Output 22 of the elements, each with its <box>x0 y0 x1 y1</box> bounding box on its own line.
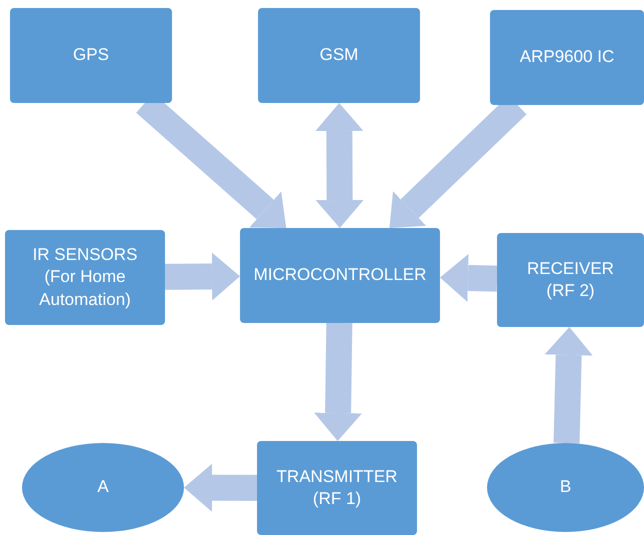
node-label: A <box>97 476 109 498</box>
node-label: GPS <box>73 44 109 66</box>
block-arrow <box>314 322 362 441</box>
node-label: B <box>560 476 572 498</box>
block-arrow <box>315 103 364 228</box>
node-label: ARP9600 IC <box>520 46 614 68</box>
block-arrow <box>544 327 593 444</box>
block-arrow <box>184 464 258 512</box>
process-box <box>258 8 420 103</box>
node-label: TRANSMITTER (RF 1) <box>276 466 398 510</box>
node-label: GSM <box>320 44 358 66</box>
process-box <box>257 441 417 535</box>
node-label: MICROCONTROLLER <box>254 264 426 286</box>
process-box <box>497 233 644 327</box>
process-box <box>240 228 440 323</box>
process-box <box>10 8 172 103</box>
block-arrow <box>440 254 498 302</box>
process-box <box>490 10 644 105</box>
block-arrow <box>164 252 240 300</box>
node-label: RECEIVER (RF 2) <box>526 258 615 302</box>
node-label: IR SENSORS (For Home Automation) <box>32 244 138 311</box>
process-box <box>5 230 165 325</box>
